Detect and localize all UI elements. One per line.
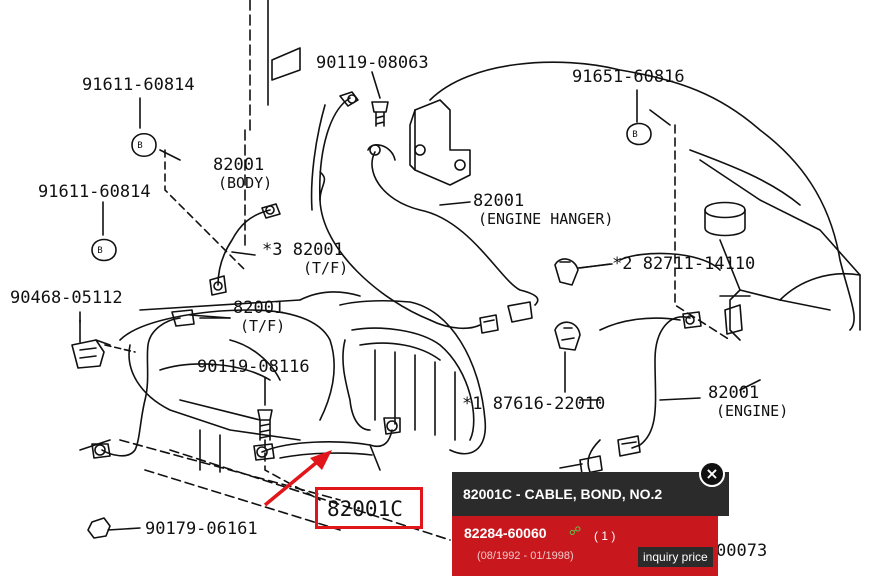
inquiry-price-button[interactable]: inquiry price bbox=[638, 547, 713, 567]
part-label-87616-22010[interactable]: *1 87616-22010 bbox=[462, 394, 606, 414]
part-sub-engine-hanger: (ENGINE HANGER) bbox=[478, 210, 614, 228]
part-label-91611-60814-mid[interactable]: 91611-60814 bbox=[38, 182, 151, 202]
part-label-90119-08063[interactable]: 90119-08063 bbox=[316, 53, 429, 73]
part-label-90468-05112[interactable]: 90468-05112 bbox=[10, 288, 123, 308]
highlight-box bbox=[315, 487, 423, 529]
part-sub-tf-3: (T/F) bbox=[303, 259, 349, 277]
svg-text:B: B bbox=[97, 246, 102, 256]
part-label-82001c[interactable]: 82001C bbox=[327, 497, 403, 521]
part-label-91611-60814-top[interactable]: 91611-60814 bbox=[82, 75, 195, 95]
part-label-82711-14110[interactable]: *2 82711-14110 bbox=[612, 254, 756, 274]
close-icon[interactable]: × bbox=[699, 461, 725, 487]
part-popup: 82001C - CABLE, BOND, NO.2 bbox=[452, 472, 729, 576]
svg-text:B: B bbox=[137, 141, 142, 151]
arrow-icon bbox=[263, 450, 332, 507]
part-label-90179-06161[interactable]: 90179-06161 bbox=[145, 519, 258, 539]
svg-text:B: B bbox=[632, 130, 637, 140]
part-label-82001-engine-hanger[interactable]: 82001 bbox=[473, 191, 525, 211]
part-label-82001-body[interactable]: 82001 bbox=[213, 155, 265, 175]
popup-title: 82001C - CABLE, BOND, NO.2 bbox=[452, 472, 729, 516]
part-label-90119-08116[interactable]: 90119-08116 bbox=[197, 357, 310, 377]
part-label-82001-tf-3[interactable]: *3 82001 bbox=[262, 240, 344, 260]
part-sub-tf: (T/F) bbox=[240, 317, 286, 335]
part-label-91651-60816[interactable]: 91651-60816 bbox=[572, 67, 685, 87]
part-number-link[interactable]: 82284-60060 bbox=[464, 525, 547, 541]
link-icon[interactable]: ☍ bbox=[569, 524, 582, 538]
part-dates: (08/1992 - 01/1998) bbox=[477, 550, 574, 562]
part-quantity: ( 1 ) bbox=[594, 529, 616, 543]
part-label-partial[interactable]: 00073 bbox=[716, 541, 768, 561]
part-sub-engine: (ENGINE) bbox=[716, 402, 789, 420]
part-sub-body: (BODY) bbox=[218, 174, 273, 192]
part-label-82001-tf[interactable]: 82001 bbox=[233, 298, 285, 318]
part-label-82001-engine[interactable]: 82001 bbox=[708, 383, 760, 403]
